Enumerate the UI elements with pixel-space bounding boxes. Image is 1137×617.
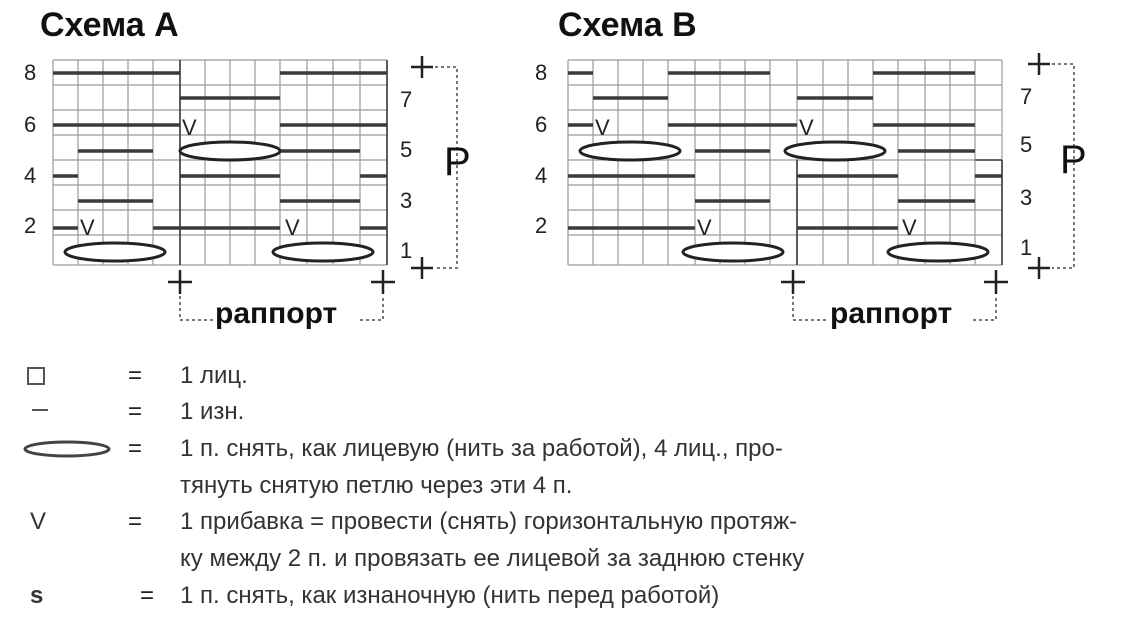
- purl-dash-icon: [32, 409, 48, 411]
- row-label-4: 4: [24, 163, 37, 188]
- rapport-label: раппорт: [830, 297, 953, 330]
- row-label-5: 5: [400, 137, 413, 162]
- increase-v-symbol: V: [80, 215, 95, 240]
- row-label-6: 6: [535, 112, 548, 137]
- legend-knit-text: 1 лиц.: [180, 362, 248, 389]
- slip-oval-symbol: [681, 241, 785, 263]
- row-label-3: 3: [400, 188, 413, 213]
- grid-lines: [52, 59, 388, 266]
- legend-increase-text-line1: 1 прибавка = провести (снять) горизонтал…: [180, 508, 798, 535]
- rapport-label: раппорт: [215, 297, 338, 330]
- legend-slip-purlwise-text: 1 п. снять, как изнаночную (нить перед р…: [180, 582, 720, 609]
- scheme-a-title: Схема А: [40, 6, 179, 44]
- scheme-b-title: Схема В: [558, 6, 697, 44]
- scheme-a-grid: V V V: [52, 59, 388, 266]
- grid-lines: [567, 59, 1003, 266]
- row-label-2: 2: [535, 213, 548, 238]
- scheme-b-grid: V V V V: [567, 59, 1003, 266]
- repeat-rows-marker: Р: [1060, 138, 1087, 182]
- slip-oval-symbol: [63, 241, 167, 263]
- legend-increase-text-line2: ку между 2 п. и провязать ее лицевой за …: [180, 545, 805, 572]
- row-label-8: 8: [24, 60, 37, 85]
- row-label-5: 5: [1020, 132, 1033, 157]
- increase-v-icon: V: [30, 508, 47, 535]
- slip-purlwise-icon: s: [30, 582, 44, 609]
- rapport-boundaries: [796, 159, 1003, 265]
- legend-equals: =: [140, 582, 155, 609]
- row-label-1: 1: [1020, 235, 1033, 260]
- legend-slip-text-line2: тянуть снятую петлю через эти 4 п.: [180, 472, 573, 499]
- legend-equals: =: [128, 508, 143, 535]
- increase-v-symbol: V: [595, 115, 610, 140]
- row-label-7: 7: [1020, 84, 1033, 109]
- row-label-8: 8: [535, 60, 548, 85]
- slip-oval-symbol: [178, 140, 282, 162]
- repeat-rows-marker: Р: [444, 140, 471, 184]
- legend-slip-text-line1: 1 п. снять, как лицевую (нить за работой…: [180, 435, 783, 462]
- legend-equals: =: [128, 398, 143, 425]
- increase-v-symbol: V: [182, 115, 197, 140]
- scheme-a-rapport-bracket: [168, 270, 395, 321]
- purl-dashes: [568, 71, 1002, 230]
- increase-v-symbol: V: [902, 215, 917, 240]
- increase-v-symbol: V: [697, 215, 712, 240]
- legend-equals: =: [128, 435, 143, 462]
- increase-v-symbol: V: [799, 115, 814, 140]
- slip-oval-symbol: [271, 241, 375, 263]
- scheme-b-repeat-bracket: [1028, 53, 1075, 279]
- knit-square-icon: [27, 367, 45, 385]
- row-label-2: 2: [24, 213, 37, 238]
- row-label-6: 6: [24, 112, 37, 137]
- rapport-boundaries: [179, 60, 388, 265]
- scheme-b-rapport-bracket: [781, 270, 1008, 321]
- row-label-7: 7: [400, 87, 413, 112]
- slip-oval-symbol: [783, 140, 887, 162]
- slip-oval-symbol: [578, 140, 682, 162]
- slip-oval-icon: [23, 440, 111, 458]
- row-label-4: 4: [535, 163, 548, 188]
- purl-dashes: [53, 71, 387, 230]
- legend-purl-text: 1 изн.: [180, 398, 245, 425]
- row-label-3: 3: [1020, 185, 1033, 210]
- increase-v-symbol: V: [285, 215, 300, 240]
- legend-equals: =: [128, 362, 143, 389]
- row-label-1: 1: [400, 238, 413, 263]
- slip-oval-symbol: [886, 241, 990, 263]
- scheme-a-repeat-bracket: [411, 56, 458, 279]
